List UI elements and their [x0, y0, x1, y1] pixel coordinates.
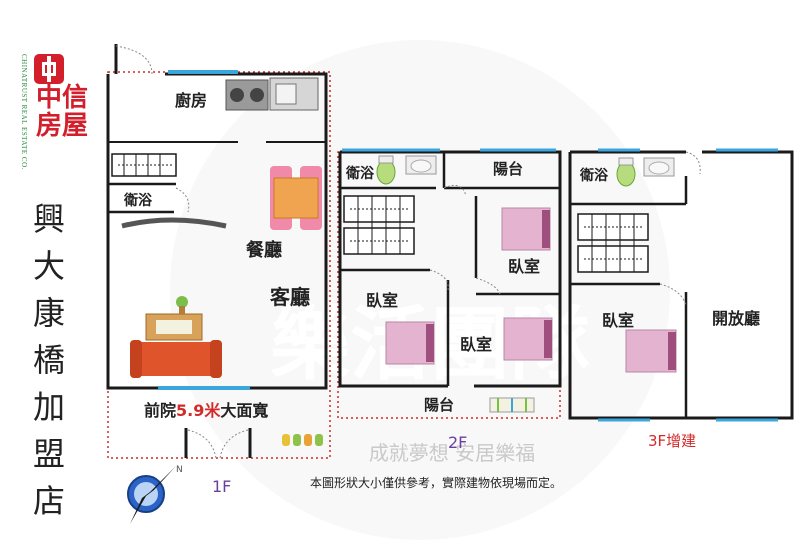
f1-dining-label: 餐廳 — [245, 239, 282, 261]
f2-bedroom-a-label: 臥室 — [508, 257, 540, 276]
stove-icon — [225, 79, 269, 111]
f3-open-hall-label: 開放廳 — [712, 309, 760, 328]
f2-toilet-icon — [376, 155, 396, 185]
f2-bath-label: 衛浴 — [345, 165, 375, 182]
f1-floor-label: 1F — [212, 477, 231, 496]
brand-name: 中信房屋 — [36, 83, 89, 141]
f2-balcony-top-label: 陽台 — [493, 160, 523, 178]
store-name: 興大康橋加盟店 — [32, 200, 65, 520]
f1-stairs-icon — [111, 153, 177, 177]
f1-door-swing — [115, 45, 153, 75]
f2-bedroom-b-label: 臥室 — [366, 291, 398, 310]
f1-kitchen-label: 廚房 — [175, 91, 207, 110]
floor-1: 廚房 衛浴 餐廳 客廳 前院5.9米大面寬 1F — [106, 44, 331, 496]
svg-text:N: N — [176, 465, 183, 475]
f2-bed-icon-b — [385, 321, 435, 365]
f3-bath-label: 衛浴 — [579, 167, 609, 184]
floor-2: 衛浴 陽台 臥室 臥室 臥室 陽台 2F — [337, 148, 562, 452]
f2-balcony-bottom-label: 陽台 — [424, 396, 454, 414]
f3-walls — [568, 150, 794, 420]
f2-basin-icon — [405, 155, 437, 175]
disclaimer-text: 本圖形狀大小僅供參考，實際建物依現場而定。 — [310, 475, 562, 490]
f2-stairs-icon — [343, 195, 415, 255]
plant-icon — [176, 296, 188, 314]
f3-bed-icon — [625, 329, 677, 373]
f1-partition — [121, 217, 227, 229]
f1-bath-label: 衛浴 — [123, 192, 153, 209]
f2-walls — [338, 150, 562, 388]
coffee-table-icon — [145, 313, 203, 341]
f3-floor-label: 3F增建 — [648, 432, 696, 450]
sofa-icon — [130, 340, 222, 378]
f1-front-yard-label: 前院5.9米大面寬 — [144, 401, 268, 420]
watermark: 樂活團隊 — [170, 40, 670, 540]
f1-living-label: 客廳 — [269, 285, 310, 309]
f3-toilet-icon — [616, 157, 636, 187]
f2-floor-label: 2F — [448, 433, 467, 452]
f2-balcony-railing-icon — [489, 397, 535, 413]
dining-table-icon — [270, 166, 322, 230]
watermark-slogan: 成就夢想 安居樂福 — [369, 441, 535, 465]
f2-bedroom-c-label: 臥室 — [460, 335, 492, 354]
chinatrust-logo-icon — [34, 54, 64, 84]
f3-stairs-icon — [577, 213, 649, 273]
brand-name-english: CHINATRUST REAL ESTATE CO. — [20, 54, 28, 170]
shoes-icon — [282, 434, 323, 446]
f2-bed-icon-a — [501, 207, 551, 251]
f1-gate-swing — [187, 429, 217, 459]
sink-icon — [269, 77, 319, 111]
compass-icon: N — [127, 465, 183, 524]
f3-bedroom-label: 臥室 — [602, 311, 634, 330]
f1-walls — [106, 72, 328, 390]
f2-bed-icon-c — [503, 317, 553, 361]
f3-basin-icon — [643, 157, 675, 177]
floor-3: 衛浴 臥室 開放廳 3F增建 — [568, 148, 794, 450]
